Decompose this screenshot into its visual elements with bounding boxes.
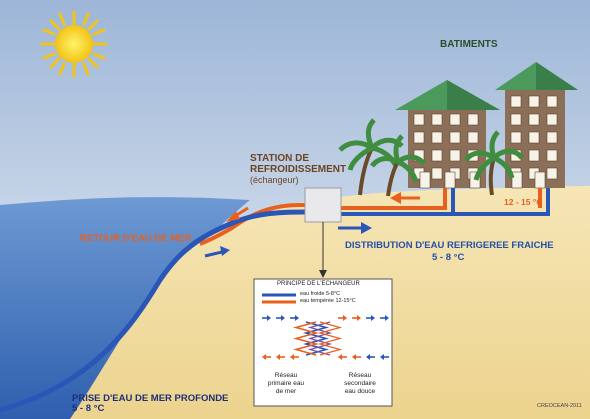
station-label-line3: (échangeur) xyxy=(250,175,299,185)
sun-icon xyxy=(40,10,108,78)
arrow-distribution-icon xyxy=(338,222,372,234)
flow-arrow-icon xyxy=(380,354,389,360)
window xyxy=(528,131,540,144)
window xyxy=(413,113,425,126)
cooling-station xyxy=(304,187,342,223)
window xyxy=(510,95,522,108)
window xyxy=(546,167,558,180)
intake-label-line1: PRISE D'EAU DE MER PROFONDE xyxy=(72,393,229,404)
flow-arrow-icon xyxy=(380,315,389,321)
exchanger-cold-coil xyxy=(302,321,330,356)
legend-warm-text: eau tempérée 12-15°C xyxy=(300,298,356,304)
window xyxy=(431,113,443,126)
primary-network-label: Réseau primaire eau de mer xyxy=(259,372,313,396)
arrow-intake-icon xyxy=(204,246,230,258)
door xyxy=(419,171,431,189)
arrow-warm-return-icon xyxy=(390,192,420,204)
flow-arrow-icon xyxy=(262,354,271,360)
inset-leader-arrow xyxy=(319,270,327,278)
flow-arrow-icon xyxy=(338,354,347,360)
distribution-pipes xyxy=(340,188,550,216)
window xyxy=(528,95,540,108)
flow-arrow-icon xyxy=(276,354,285,360)
window xyxy=(546,113,558,126)
legend-cold-text: eau froide 5-8°C xyxy=(300,291,341,297)
station-label: STATION DE REFROIDISSEMENT (échangeur) xyxy=(250,153,346,186)
flow-arrow-icon xyxy=(262,315,271,321)
credit-label: CREOCEAN-2011 xyxy=(537,403,582,409)
flow-arrow-icon xyxy=(338,315,347,321)
flow-arrow-icon xyxy=(290,315,299,321)
secondary-network-label: Réseau secondaire eau douce xyxy=(334,372,386,396)
flow-arrow-icon xyxy=(352,315,361,321)
primary-network-line1: Réseau xyxy=(274,372,298,379)
door xyxy=(469,171,481,189)
distribution-temp-label: 5 - 8 °C xyxy=(432,252,465,263)
exchanger-warm-coil-2 xyxy=(317,321,343,356)
secondary-network-line2: secondaire xyxy=(344,380,376,387)
intake-label-line2: 5 - 8 °C xyxy=(72,403,105,414)
window xyxy=(467,131,479,144)
window xyxy=(546,131,558,144)
window xyxy=(510,131,522,144)
inset-title: PRINCIPE DE L'ECHANGEUR xyxy=(277,281,360,287)
flow-arrow-icon xyxy=(276,315,285,321)
secondary-network-line3: eau douce xyxy=(344,388,376,395)
flow-arrow-icon xyxy=(366,315,375,321)
exchanger-warm-coil xyxy=(292,321,320,356)
window xyxy=(431,149,443,162)
flow-arrow-icon xyxy=(366,354,375,360)
station-label-line2: REFROIDISSEMENT xyxy=(250,164,347,175)
station-label-line1: STATION DE xyxy=(250,153,310,164)
building-temp-label: 12 - 15 °C xyxy=(504,197,543,207)
window xyxy=(546,149,558,162)
buildings-label: BATIMENTS xyxy=(440,39,498,50)
window xyxy=(546,95,558,108)
return-label: RETOUR D'EAU DE MER xyxy=(80,233,192,244)
window xyxy=(413,131,425,144)
window xyxy=(449,113,461,126)
palm-tree-icon xyxy=(464,130,524,196)
flow-arrow-icon xyxy=(290,354,299,360)
window xyxy=(528,113,540,126)
intake-label: PRISE D'EAU DE MER PROFONDE 5 - 8 °C xyxy=(72,394,228,414)
window xyxy=(449,149,461,162)
door xyxy=(511,171,523,189)
window xyxy=(467,113,479,126)
arrow-return-icon xyxy=(226,206,249,222)
secondary-network-line1: Réseau xyxy=(348,372,372,379)
flow-arrow-icon xyxy=(352,354,361,360)
distribution-label: DISTRIBUTION D'EAU REFRIGEREE FRAICHE xyxy=(345,240,554,251)
window xyxy=(431,131,443,144)
primary-network-line2: primaire eau xyxy=(267,380,305,387)
sea-pipes xyxy=(0,202,306,413)
window xyxy=(449,131,461,144)
door xyxy=(444,171,456,189)
window xyxy=(528,149,540,162)
palm-tree-icon xyxy=(370,134,426,197)
exchanger-schematic xyxy=(262,315,389,360)
exchanger-mix-coil xyxy=(307,321,333,356)
window xyxy=(431,167,443,180)
window xyxy=(510,113,522,126)
door xyxy=(534,171,546,189)
primary-network-line3: de mer xyxy=(275,388,297,395)
